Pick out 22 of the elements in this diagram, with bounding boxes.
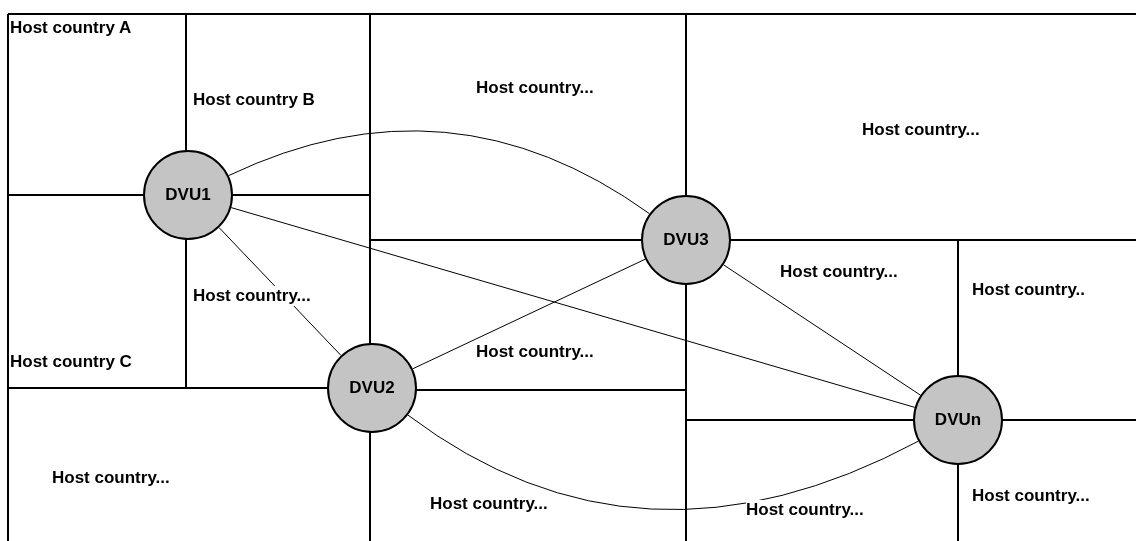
unit-label: DVU3: [663, 230, 709, 250]
connection-line: [407, 414, 919, 510]
connection-line: [412, 258, 646, 370]
country-label: Host country...: [972, 486, 1090, 506]
country-label: Host country...: [430, 494, 548, 514]
country-label: Host country...: [476, 78, 594, 98]
country-label: Host country...: [862, 120, 980, 140]
country-label: Host country A: [10, 18, 132, 38]
connection-line: [228, 130, 650, 215]
unit-label: DVUn: [934, 410, 982, 430]
unit-label: DVU1: [165, 185, 211, 205]
country-label: Host country B: [193, 90, 315, 110]
country-label: Host country...: [780, 262, 898, 282]
connection-line: [230, 207, 916, 408]
country-label: Host country...: [476, 342, 594, 362]
country-label: Host country...: [193, 286, 311, 306]
country-label: Host country...: [746, 500, 864, 520]
connection-line: [723, 264, 921, 396]
country-label: Host country C: [10, 352, 132, 372]
country-label: Host country..: [972, 280, 1086, 300]
country-label: Host country...: [52, 468, 170, 488]
unit-label: DVU2: [349, 378, 395, 398]
